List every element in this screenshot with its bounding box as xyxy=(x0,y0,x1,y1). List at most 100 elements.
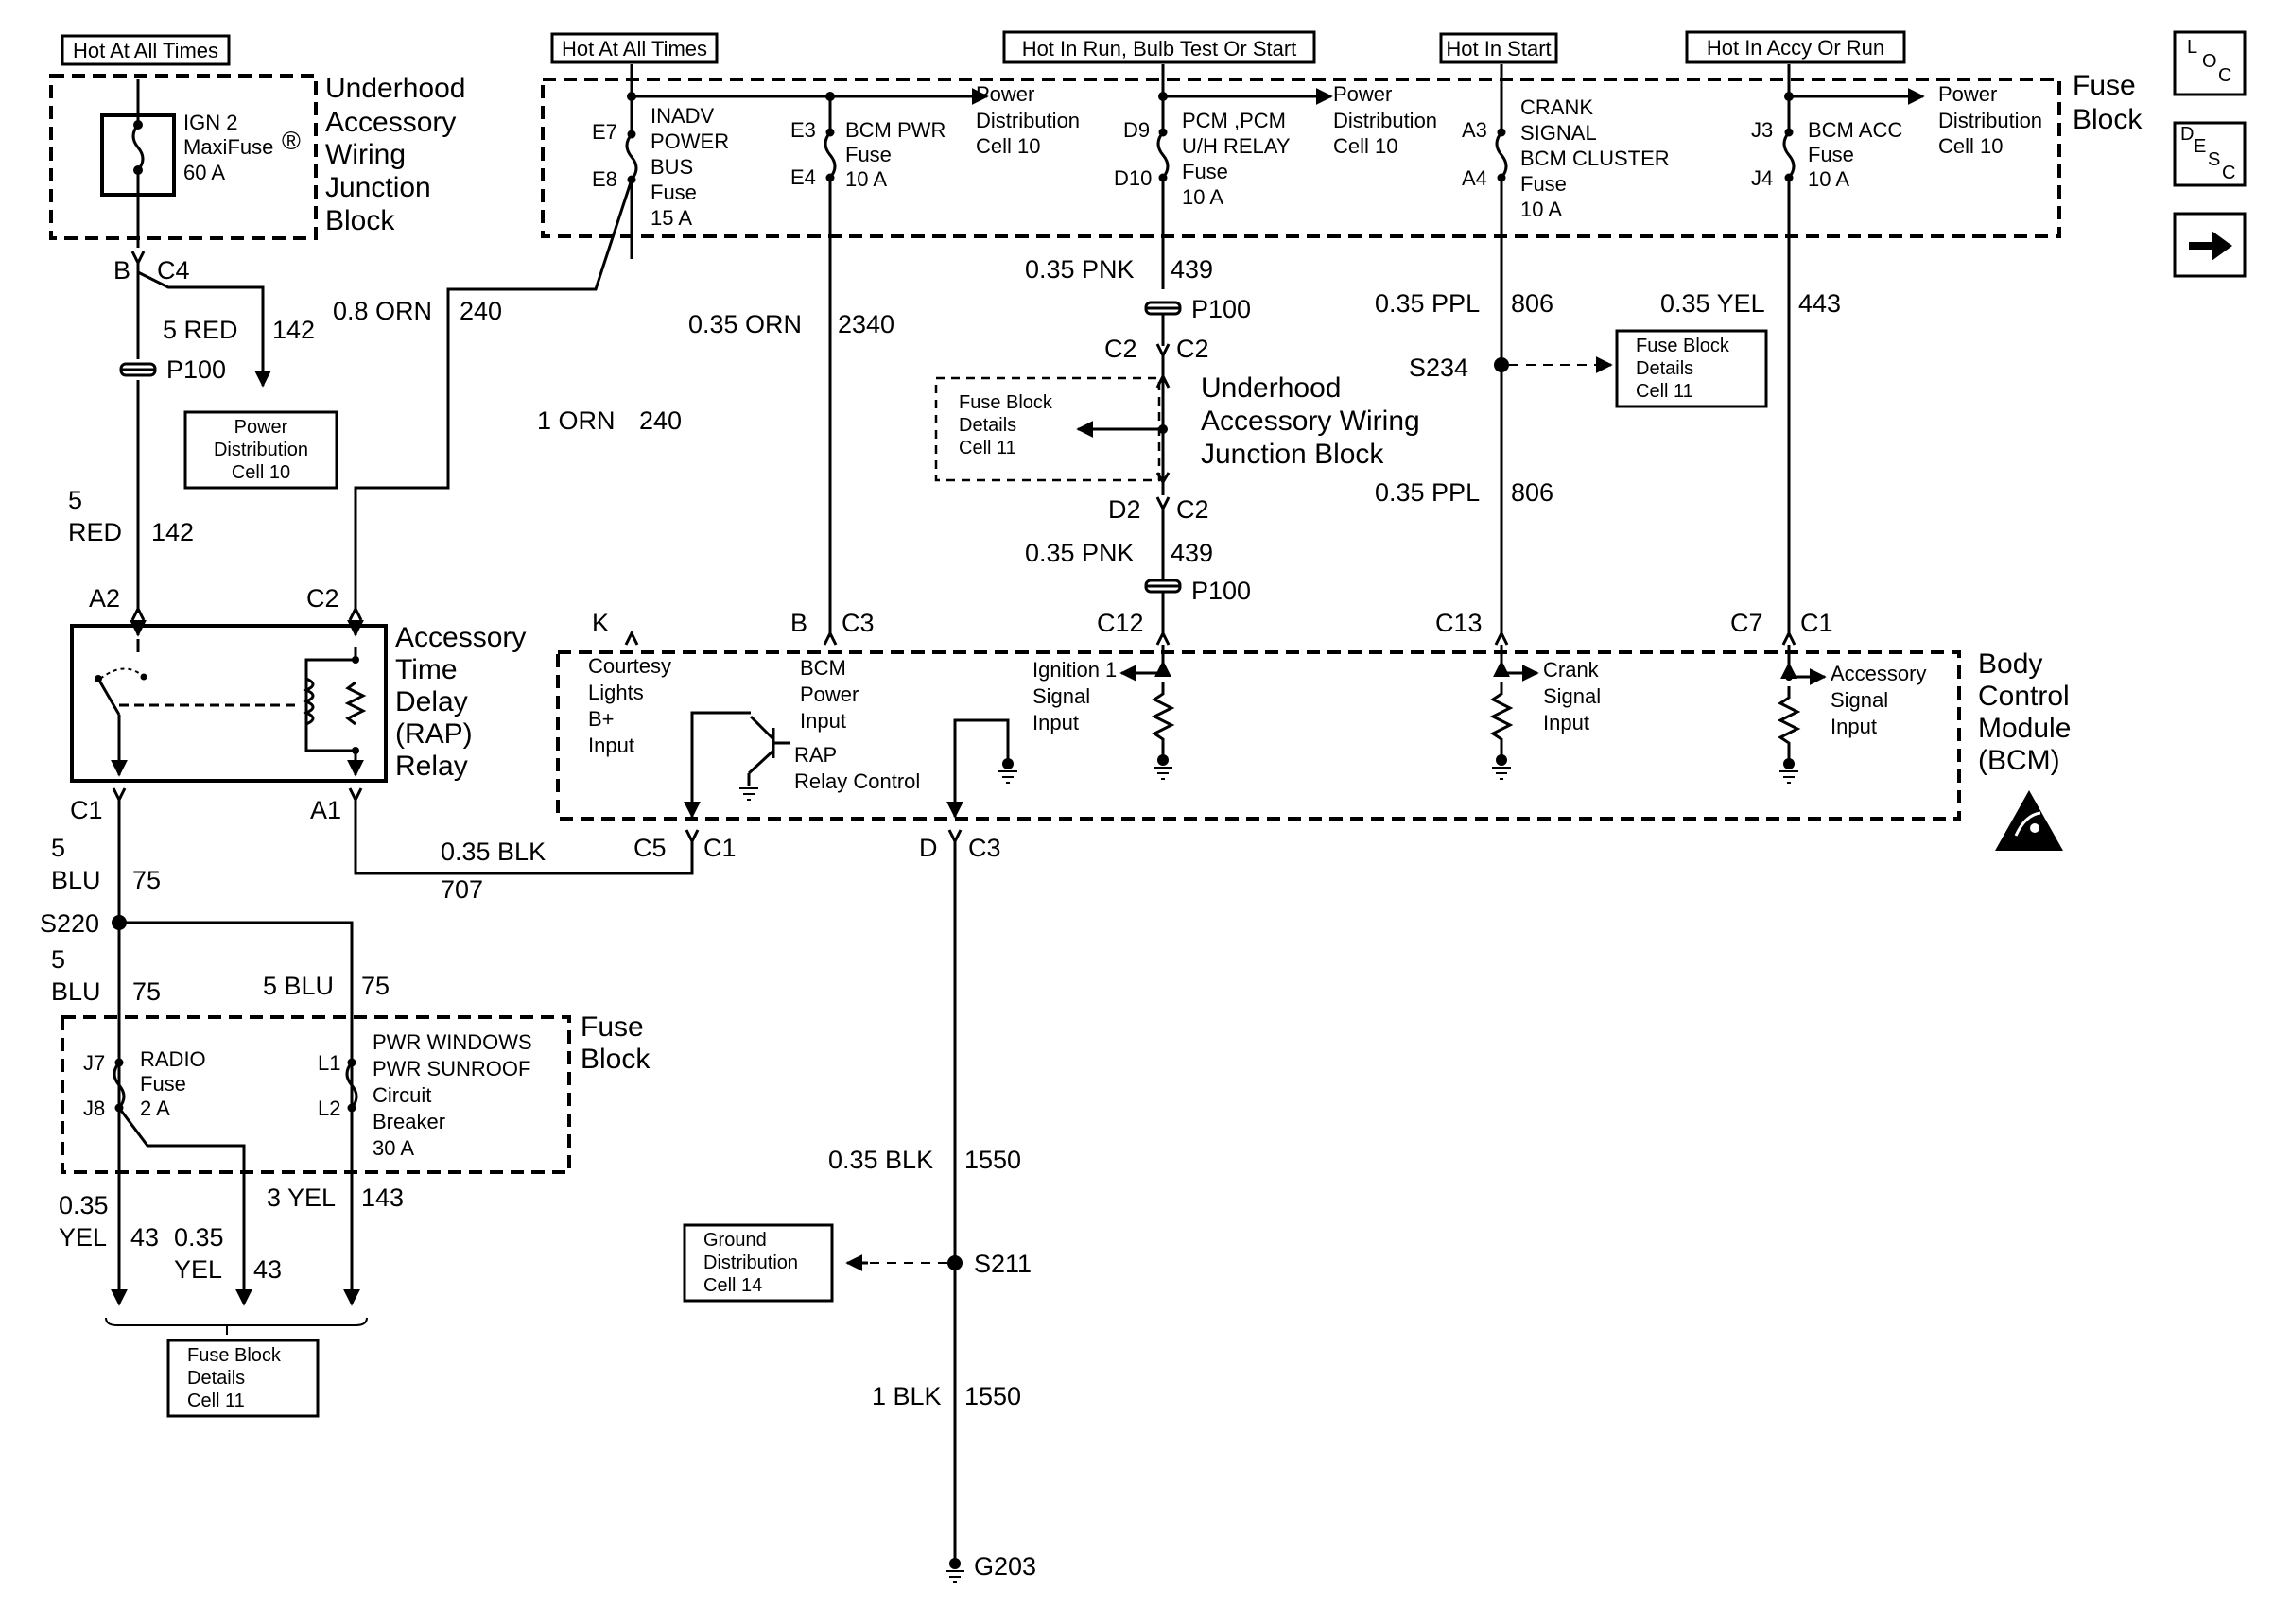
svg-text:0.35: 0.35 xyxy=(174,1223,224,1252)
fuse-line: BCM ACC xyxy=(1808,118,1902,142)
wire-label-orn-2340: 0.35 ORN xyxy=(688,310,802,338)
svg-text:142: 142 xyxy=(151,518,194,546)
fuse-line: SIGNAL xyxy=(1520,121,1597,145)
svg-text:0.35 BLK: 0.35 BLK xyxy=(828,1146,933,1174)
svg-text:Details: Details xyxy=(187,1368,245,1389)
fuse-block-details-ref-mid[interactable]: Fuse Block Details Cell 11 xyxy=(959,392,1053,458)
svg-text:Control: Control xyxy=(1978,681,2070,712)
desc-icon[interactable]: D E S C xyxy=(2173,121,2247,187)
svg-text:Input: Input xyxy=(800,709,846,733)
svg-text:Body: Body xyxy=(1978,648,2042,680)
svg-text:C: C xyxy=(2218,65,2231,86)
svg-text:(BCM): (BCM) xyxy=(1978,745,2060,776)
svg-text:Courtesy: Courtesy xyxy=(588,654,671,678)
svg-text:B+: B+ xyxy=(588,707,615,731)
fuse-line: U/H RELAY xyxy=(1182,134,1291,158)
power-distribution-ref-left[interactable]: Power Distribution Cell 10 xyxy=(183,410,338,490)
svg-text:BCM: BCM xyxy=(800,656,846,680)
svg-text:Signal: Signal xyxy=(1032,684,1090,708)
svg-text:S220: S220 xyxy=(40,909,99,938)
relay-pin-a2: A2 xyxy=(89,584,120,613)
svg-text:Cell 10: Cell 10 xyxy=(1938,134,2003,158)
fuse-block-lower: Fuse Block J7 J8 RADIO Fuse 2 A L1 L2 PW… xyxy=(61,1011,651,1272)
fuse-block-details-ref-lower[interactable]: Fuse Block Details Cell 11 xyxy=(166,1339,320,1418)
ground-distribution-ref[interactable]: Ground Distribution Cell 14 xyxy=(683,1223,834,1303)
svg-text:0.35 PNK: 0.35 PNK xyxy=(1025,255,1135,284)
relay-pin-c1: C1 xyxy=(70,796,103,824)
svg-text:P100: P100 xyxy=(1191,295,1251,323)
svg-text:L2: L2 xyxy=(318,1097,340,1120)
power-label-text: Hot In Run, Bulb Test Or Start xyxy=(1022,37,1297,60)
fuse-block-details-ref-s234[interactable]: Fuse Block Details Cell 11 xyxy=(1615,329,1768,408)
fuse-line: 10 A xyxy=(1808,167,1849,191)
svg-text:Signal: Signal xyxy=(1831,688,1888,712)
svg-text:Input: Input xyxy=(1543,711,1589,734)
svg-text:Time: Time xyxy=(395,654,458,685)
svg-text:240: 240 xyxy=(460,297,502,325)
svg-text:Distribution: Distribution xyxy=(1938,109,2042,132)
fuse-pin: E4 xyxy=(790,165,816,189)
power-label-text: Hot In Accy Or Run xyxy=(1707,36,1884,60)
fuse-pin: D10 xyxy=(1114,166,1152,190)
fuse-pin: J4 xyxy=(1751,166,1773,190)
wire-blk-1550: 0.35 BLK 1550 S211 1 BLK 1550 G203 xyxy=(828,841,1036,1583)
svg-text:P100: P100 xyxy=(166,355,226,384)
fuse-line: INADV xyxy=(651,104,715,128)
fuse-crank-signal-bcm-cluster: A3 A4 CRANK SIGNAL BCM CLUSTER Fuse 10 A xyxy=(1462,95,1670,637)
wire-blk-707: 0.35 BLK 707 xyxy=(354,800,694,904)
underhood-junction-block-mid: Underhood Accessory Wiring Junction Bloc… xyxy=(934,372,1420,485)
fuse-line: BCM PWR xyxy=(845,118,946,142)
fuse-line: Fuse xyxy=(845,143,892,166)
fuse-pcm-uh-relay: D9 D10 PCM ,PCM U/H RELAY Fuse 10 A xyxy=(1114,96,1291,289)
relay-pin-c2: C2 xyxy=(306,584,339,613)
svg-text:3 YEL: 3 YEL xyxy=(267,1183,336,1212)
wire-ppl-806: 0.35 PPL 806 S234 0.35 PPL 806 xyxy=(1375,289,1613,507)
block-title-line: Wiring xyxy=(325,139,406,170)
svg-text:RADIO: RADIO xyxy=(140,1047,206,1071)
svg-text:Power: Power xyxy=(976,82,1034,106)
svg-text:C2: C2 xyxy=(1176,495,1209,524)
svg-text:Distribution: Distribution xyxy=(976,109,1080,132)
power-distribution-ref[interactable]: Power Distribution Cell 10 xyxy=(1333,82,1437,158)
svg-text:5: 5 xyxy=(51,834,65,862)
accessory-rap-relay: A2 C2 Accessory Time Delay (RAP) Relay C… xyxy=(70,584,526,824)
relay-pin-a1: A1 xyxy=(310,796,341,824)
svg-text:806: 806 xyxy=(1511,289,1553,318)
svg-text:Underhood: Underhood xyxy=(1201,372,1341,404)
fuse-inadv-power-bus: E7 E8 INADV POWER BUS Fuse 15 A xyxy=(592,96,729,259)
svg-text:Crank: Crank xyxy=(1543,658,1600,682)
svg-text:75: 75 xyxy=(132,977,161,1006)
wire-red-142: B C4 5 RED 142 5 RED 142 xyxy=(68,251,315,613)
svg-text:Distribution: Distribution xyxy=(703,1253,798,1273)
svg-text:C3: C3 xyxy=(842,609,875,637)
svg-text:0.35 PNK: 0.35 PNK xyxy=(1025,539,1135,567)
block-title-line: Accessory xyxy=(325,107,456,138)
fuse-line: 60 A xyxy=(183,161,225,184)
svg-text:C3: C3 xyxy=(968,834,1001,862)
power-label-hot-in-start: Hot In Start xyxy=(1439,32,1558,64)
loc-icon[interactable]: L O C xyxy=(2173,30,2247,96)
svg-text:C4: C4 xyxy=(157,256,190,285)
svg-text:1 ORN: 1 ORN xyxy=(537,406,616,435)
svg-text:0.35 PPL: 0.35 PPL xyxy=(1375,478,1480,507)
svg-text:707: 707 xyxy=(441,875,483,904)
svg-text:806: 806 xyxy=(1511,478,1553,507)
power-distribution-ref[interactable]: Power Distribution Cell 10 xyxy=(976,82,1080,158)
svg-text:30 A: 30 A xyxy=(373,1136,414,1160)
svg-text:Accessory Wiring: Accessory Wiring xyxy=(1201,406,1420,437)
svg-text:0.35: 0.35 xyxy=(59,1191,109,1219)
next-page-arrow-icon[interactable] xyxy=(2173,212,2247,278)
svg-text:Power: Power xyxy=(1938,82,1997,106)
svg-text:5: 5 xyxy=(51,945,65,974)
svg-text:RED: RED xyxy=(68,518,122,546)
svg-text:Signal: Signal xyxy=(1543,684,1601,708)
svg-text:C7: C7 xyxy=(1730,609,1763,637)
svg-text:RAP: RAP xyxy=(794,743,837,767)
wire-label-orn-2340-num: 2340 xyxy=(838,310,894,338)
svg-text:J8: J8 xyxy=(83,1097,105,1120)
power-label-text: Hot At All Times xyxy=(73,39,218,62)
svg-text:D: D xyxy=(919,834,938,862)
svg-text:C: C xyxy=(2222,163,2235,183)
power-distribution-ref[interactable]: Power Distribution Cell 10 xyxy=(1938,82,2042,158)
